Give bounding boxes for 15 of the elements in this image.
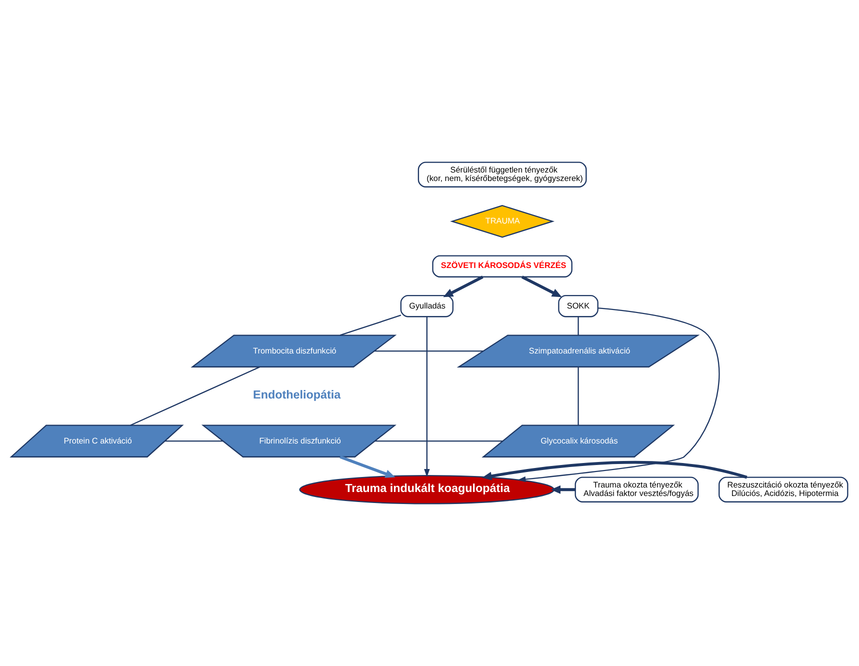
connector <box>164 440 223 442</box>
arrow <box>424 316 430 478</box>
connector <box>578 366 579 426</box>
connector <box>578 316 579 336</box>
arrow <box>443 276 484 298</box>
arrow <box>521 276 562 298</box>
arrow <box>340 456 396 478</box>
connector <box>340 314 402 336</box>
label: Endotheliopátia <box>253 388 341 402</box>
arrow <box>517 308 720 482</box>
connector <box>375 440 503 442</box>
arrow <box>482 460 748 480</box>
arrow <box>550 485 576 494</box>
connector <box>374 350 484 352</box>
connector <box>130 366 260 426</box>
